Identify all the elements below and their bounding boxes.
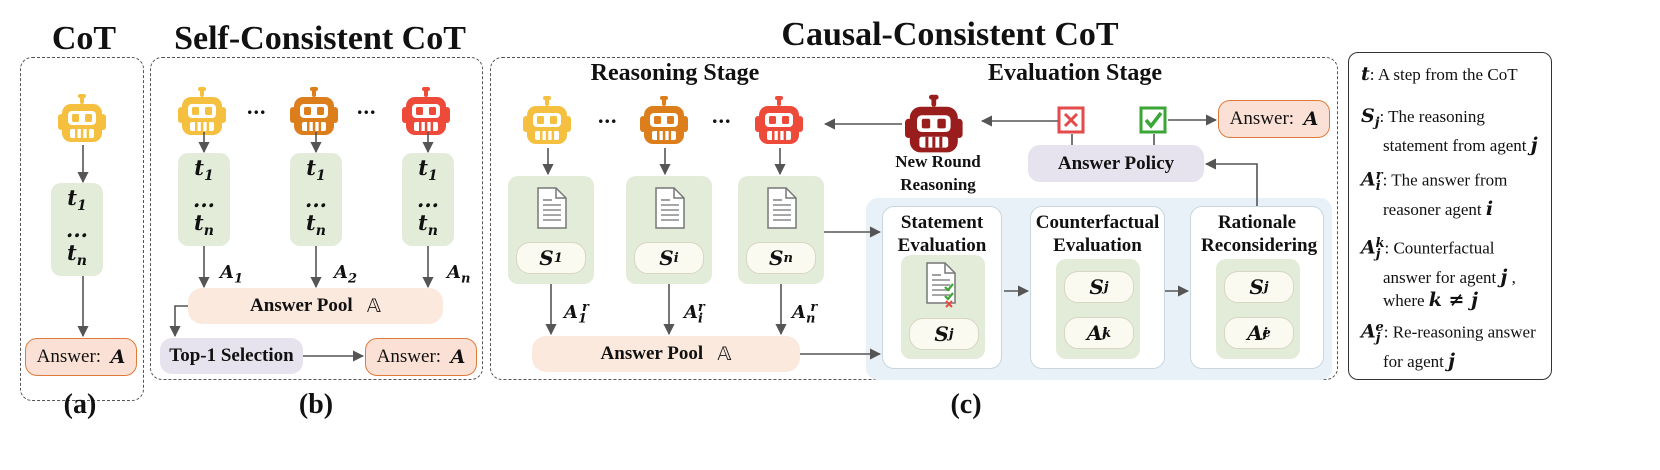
steps-agent-1: t1 ... tn xyxy=(178,153,230,246)
answer-box: Answer: A xyxy=(365,338,477,376)
answer-pool: Answer Pool 𝔸 xyxy=(188,288,443,324)
top1-selection: Top-1 Selection xyxy=(160,338,303,374)
ellipsis: ... xyxy=(247,94,267,119)
cross-box-icon xyxy=(1057,106,1085,134)
check-box-icon xyxy=(1139,106,1167,134)
robot-icon xyxy=(402,87,450,135)
answer-label-1: A1 xyxy=(220,262,244,287)
answer-label-r-n: Anr xyxy=(792,300,818,327)
causal-consistent-cot-title: Causal-Consistent CoT xyxy=(781,16,1119,53)
counterfactual-evaluation-title: Counterfactual Evaluation xyxy=(1035,212,1160,256)
self-consistent-cot-title: Self-Consistent CoT xyxy=(174,20,466,57)
ellipsis: ... xyxy=(712,103,732,128)
cot-panel xyxy=(20,57,144,401)
robot-icon xyxy=(640,96,688,144)
legend-row-ajk: Ajk: Counterfactual answer for agent j ,… xyxy=(1361,236,1516,312)
legend-row-s: Sj: The reasoning statement from agent j xyxy=(1361,105,1538,157)
checklist-icon xyxy=(926,262,956,308)
legend-row-air: Air: The answer from reasoner agent i xyxy=(1361,168,1508,221)
reasoning-stage-title: Reasoning Stage xyxy=(590,60,760,86)
panel-a-label: (a) xyxy=(63,389,97,420)
legend-box: t: A step from the CoT Sj: The reasoning… xyxy=(1348,52,1552,380)
self-consistent-cot-panel xyxy=(150,57,483,380)
ellipsis: ... xyxy=(598,103,618,128)
robot-icon xyxy=(58,94,106,142)
evaluation-stage-title: Evaluation Stage xyxy=(987,60,1163,86)
robot-icon xyxy=(178,87,226,135)
answer-label-n: An xyxy=(447,262,471,287)
cot-title: CoT xyxy=(51,20,117,57)
answer-label-2: A2 xyxy=(334,262,358,287)
ellipsis: ... xyxy=(357,94,377,119)
legend-row-aje: Aje: Re-reasoning answer for agent j xyxy=(1361,320,1536,373)
rationale-reconsidering-title: Rationale Reconsidering xyxy=(1201,212,1318,256)
robot-icon xyxy=(523,96,571,144)
answer-box: Answer: A xyxy=(25,338,137,376)
document-icon xyxy=(767,187,797,229)
panel-b-label: (b) xyxy=(298,389,334,420)
final-answer-box: Answer: A xyxy=(1218,100,1330,138)
statement-evaluation-title: Statement Evaluation xyxy=(897,212,987,256)
steps-agent-n: t1 ... tn xyxy=(402,153,454,246)
legend-row-t: t: A step from the CoT xyxy=(1361,63,1518,85)
answer-label-r-i: Air xyxy=(684,300,705,327)
new-round-reasoning: New Round Reasoning xyxy=(895,152,981,194)
cot-steps: t1 ... tn xyxy=(51,183,103,276)
robot-icon xyxy=(290,87,338,135)
robot-icon xyxy=(905,94,963,153)
document-icon xyxy=(655,187,685,229)
steps-agent-2: t1 ... tn xyxy=(290,153,342,246)
panel-c-label: (c) xyxy=(950,389,982,420)
robot-icon xyxy=(755,96,803,144)
answer-label-r-1: A1r xyxy=(564,300,589,327)
answer-pool: Answer Pool 𝔸 xyxy=(532,336,800,372)
answer-policy: Answer Policy xyxy=(1028,145,1204,182)
document-icon xyxy=(537,187,567,229)
